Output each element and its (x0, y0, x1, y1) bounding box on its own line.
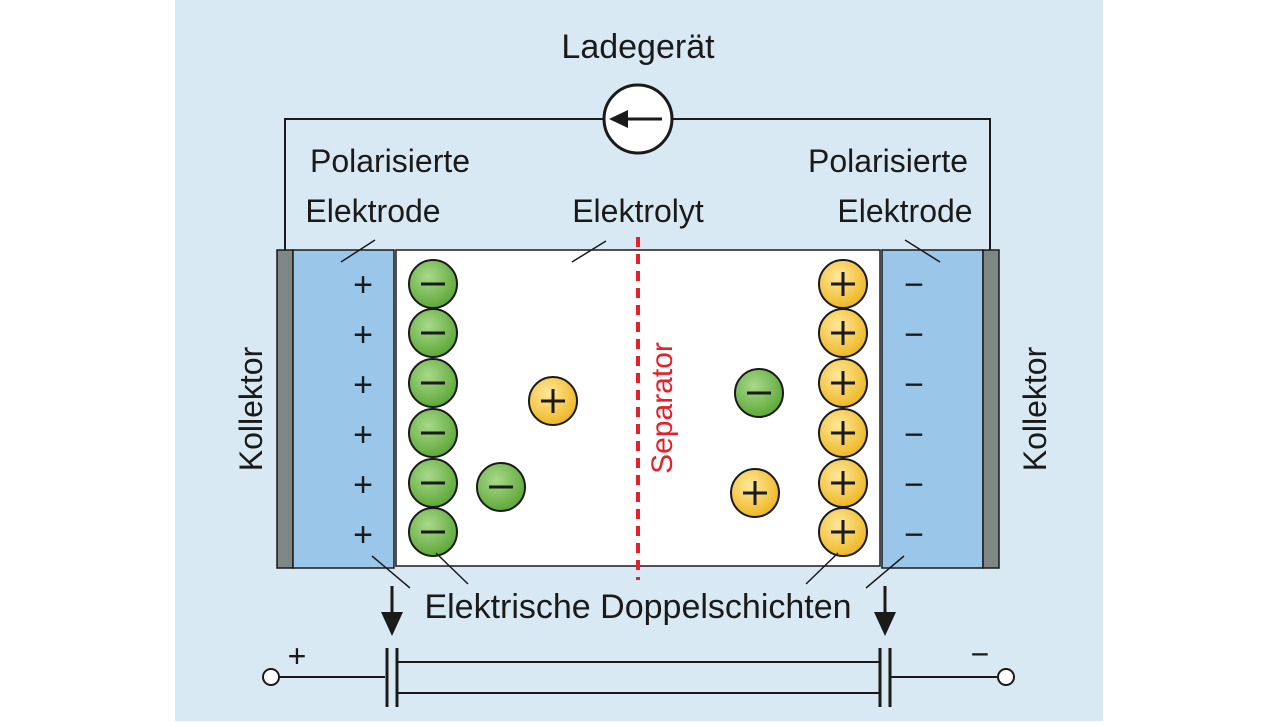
collector-left-label: Kollektor (233, 346, 269, 471)
terminal-plus-label: + (288, 638, 307, 674)
anion-icon (408, 507, 458, 557)
cation-icon (818, 408, 868, 458)
cation-icon (730, 468, 780, 518)
electrode-left-label-line1: Polarisierte (310, 143, 470, 179)
cation-icon (818, 308, 868, 358)
collector-right-label: Kollektor (1017, 346, 1053, 471)
electrode-right (881, 249, 984, 569)
capacitor-left-icon (385, 648, 399, 707)
double-layer-leader (371, 555, 411, 589)
electrode-left (292, 249, 395, 569)
anion-icon (734, 368, 784, 418)
electrode-right-label-line2: Elektrode (837, 193, 972, 229)
electrode-charge-minus: − (904, 416, 924, 454)
electrode-charge-minus: − (904, 366, 924, 404)
electrode-charge-plus: + (353, 266, 373, 304)
electrode-right-label-line1: Polarisierte (808, 143, 968, 179)
anion-icon (408, 308, 458, 358)
electrode-charge-minus: − (904, 266, 924, 304)
electrode-charge-plus: + (353, 466, 373, 504)
charger-label: Ladegerät (561, 28, 715, 66)
electrode-charge-plus: + (353, 366, 373, 404)
charger-icon (602, 83, 674, 155)
electrode-charge-minus: − (904, 316, 924, 354)
anion-icon (476, 462, 526, 512)
double-layer-leader (435, 552, 469, 585)
electrode-right-charges: − − − − − − (904, 266, 924, 554)
arrow-down-icon (874, 586, 896, 636)
cation-icon (818, 507, 868, 557)
free-ions (476, 368, 784, 518)
anion-icon (408, 259, 458, 309)
electrode-charge-minus: − (904, 466, 924, 504)
electrode-charge-plus: + (353, 516, 373, 554)
equivalent-circuit: + − (262, 636, 1015, 707)
anion-icon (408, 458, 458, 508)
electrolyte-label: Elektrolyt (572, 193, 704, 229)
electrode-charge-minus: − (904, 516, 924, 554)
electrode-right-leader (904, 239, 941, 263)
double-layers-label: Elektrische Doppelschichten (424, 588, 851, 626)
cation-icon (818, 259, 868, 309)
collector-right (982, 249, 1000, 569)
electrode-charge-plus: + (353, 316, 373, 354)
electrolyte-leader (571, 240, 607, 263)
electrode-left-label-line2: Elektrode (305, 193, 440, 229)
arrow-down-icon (381, 586, 403, 636)
terminal-left-icon (262, 668, 280, 686)
anion-layer-left (408, 259, 458, 557)
anion-icon (408, 358, 458, 408)
terminal-right-icon (997, 668, 1015, 686)
electrode-charge-plus: + (353, 416, 373, 454)
double-layer-leader (865, 555, 905, 589)
cation-layer-right (818, 259, 868, 557)
electrode-left-charges: + + + + + + (353, 266, 373, 554)
anion-icon (408, 408, 458, 458)
electrode-left-leader (340, 239, 376, 263)
terminal-minus-label: − (971, 636, 990, 672)
cation-icon (528, 376, 578, 426)
separator-label: Separator (646, 342, 679, 474)
cation-icon (818, 358, 868, 408)
double-layer-leader (805, 552, 839, 585)
collector-left (276, 249, 294, 569)
cation-icon (818, 458, 868, 508)
